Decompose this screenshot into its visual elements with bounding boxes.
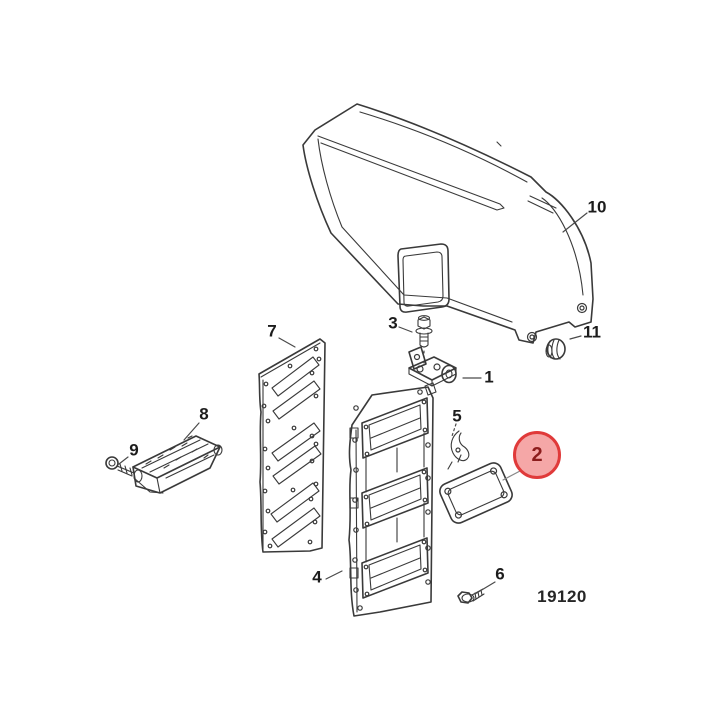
- callout-leader-lines: [118, 212, 588, 595]
- part-8-block-drawing: [132, 435, 223, 494]
- part-5-clip-drawing: [447, 430, 470, 470]
- highlighted-callout-2[interactable]: 2: [513, 431, 561, 479]
- part-10-cover-drawing: [302, 103, 594, 344]
- callout-1[interactable]: 1: [484, 367, 494, 387]
- callout-5[interactable]: 5: [452, 406, 462, 426]
- callout-8[interactable]: 8: [199, 404, 209, 424]
- callout-7[interactable]: 7: [267, 321, 277, 341]
- callout-4[interactable]: 4: [312, 567, 322, 587]
- callout-9[interactable]: 9: [129, 440, 139, 460]
- part-11-grommet-drawing: [545, 338, 566, 360]
- part-4-housing-drawing: [348, 386, 434, 617]
- callout-10[interactable]: 10: [587, 197, 607, 217]
- callout-11[interactable]: 11: [583, 322, 601, 342]
- part-7-plate-drawing: [258, 338, 326, 553]
- part-1-bracket-drawing: [408, 346, 457, 396]
- diagram-number: 19120: [537, 587, 587, 606]
- callout-3[interactable]: 3: [388, 313, 398, 333]
- callout-6[interactable]: 6: [495, 564, 505, 584]
- part-9-bolt-drawing: [105, 456, 135, 477]
- part-2-gasket-drawing: [439, 462, 513, 524]
- callout-2-label: 2: [531, 443, 543, 466]
